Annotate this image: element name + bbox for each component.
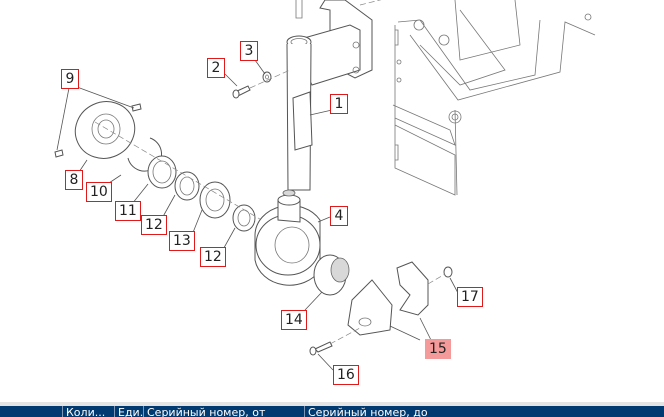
- splitter[interactable]: [0, 402, 664, 406]
- callout-16[interactable]: 16: [333, 365, 359, 385]
- bolt-and-nut: [309, 266, 453, 356]
- screw-and-washer: [232, 69, 291, 99]
- callout-4[interactable]: 4: [330, 206, 348, 226]
- callout-8[interactable]: 8: [65, 170, 83, 190]
- bracket-assembly: [286, 0, 373, 191]
- machine-frame: [359, 0, 596, 196]
- bearing-stack: [54, 101, 271, 232]
- column-header-blank[interactable]: [0, 406, 62, 417]
- callout-14[interactable]: 14: [281, 310, 307, 330]
- callout-2[interactable]: 2: [207, 58, 225, 78]
- callout-11[interactable]: 11: [115, 201, 141, 221]
- parts-grid-header: Коли... Еди... Серийный номер, от Серийн…: [0, 406, 664, 417]
- bushing: [313, 254, 350, 296]
- callout-3[interactable]: 3: [240, 41, 258, 61]
- callout-12-b[interactable]: 12: [200, 247, 226, 267]
- exploded-view-drawing: [54, 0, 596, 371]
- column-header-quantity[interactable]: Коли...: [62, 406, 114, 417]
- column-header-serial-from[interactable]: Серийный номер, от: [143, 406, 304, 417]
- column-header-serial-to[interactable]: Серийный номер, до: [304, 406, 664, 417]
- callout-12-a[interactable]: 12: [141, 215, 167, 235]
- callout-1[interactable]: 1: [330, 94, 348, 114]
- column-header-unit[interactable]: Еди...: [114, 406, 143, 417]
- hub: [254, 189, 321, 286]
- callout-17[interactable]: 17: [457, 287, 483, 307]
- callout-15[interactable]: 15: [425, 339, 451, 359]
- callout-10[interactable]: 10: [86, 182, 112, 202]
- callout-9[interactable]: 9: [61, 69, 79, 89]
- parts-diagram: 1 2 3 4 8 9 10 11 12 13 12 14 15 16 17: [54, 0, 596, 385]
- callout-13[interactable]: 13: [169, 231, 195, 251]
- cam-lever: [347, 261, 433, 343]
